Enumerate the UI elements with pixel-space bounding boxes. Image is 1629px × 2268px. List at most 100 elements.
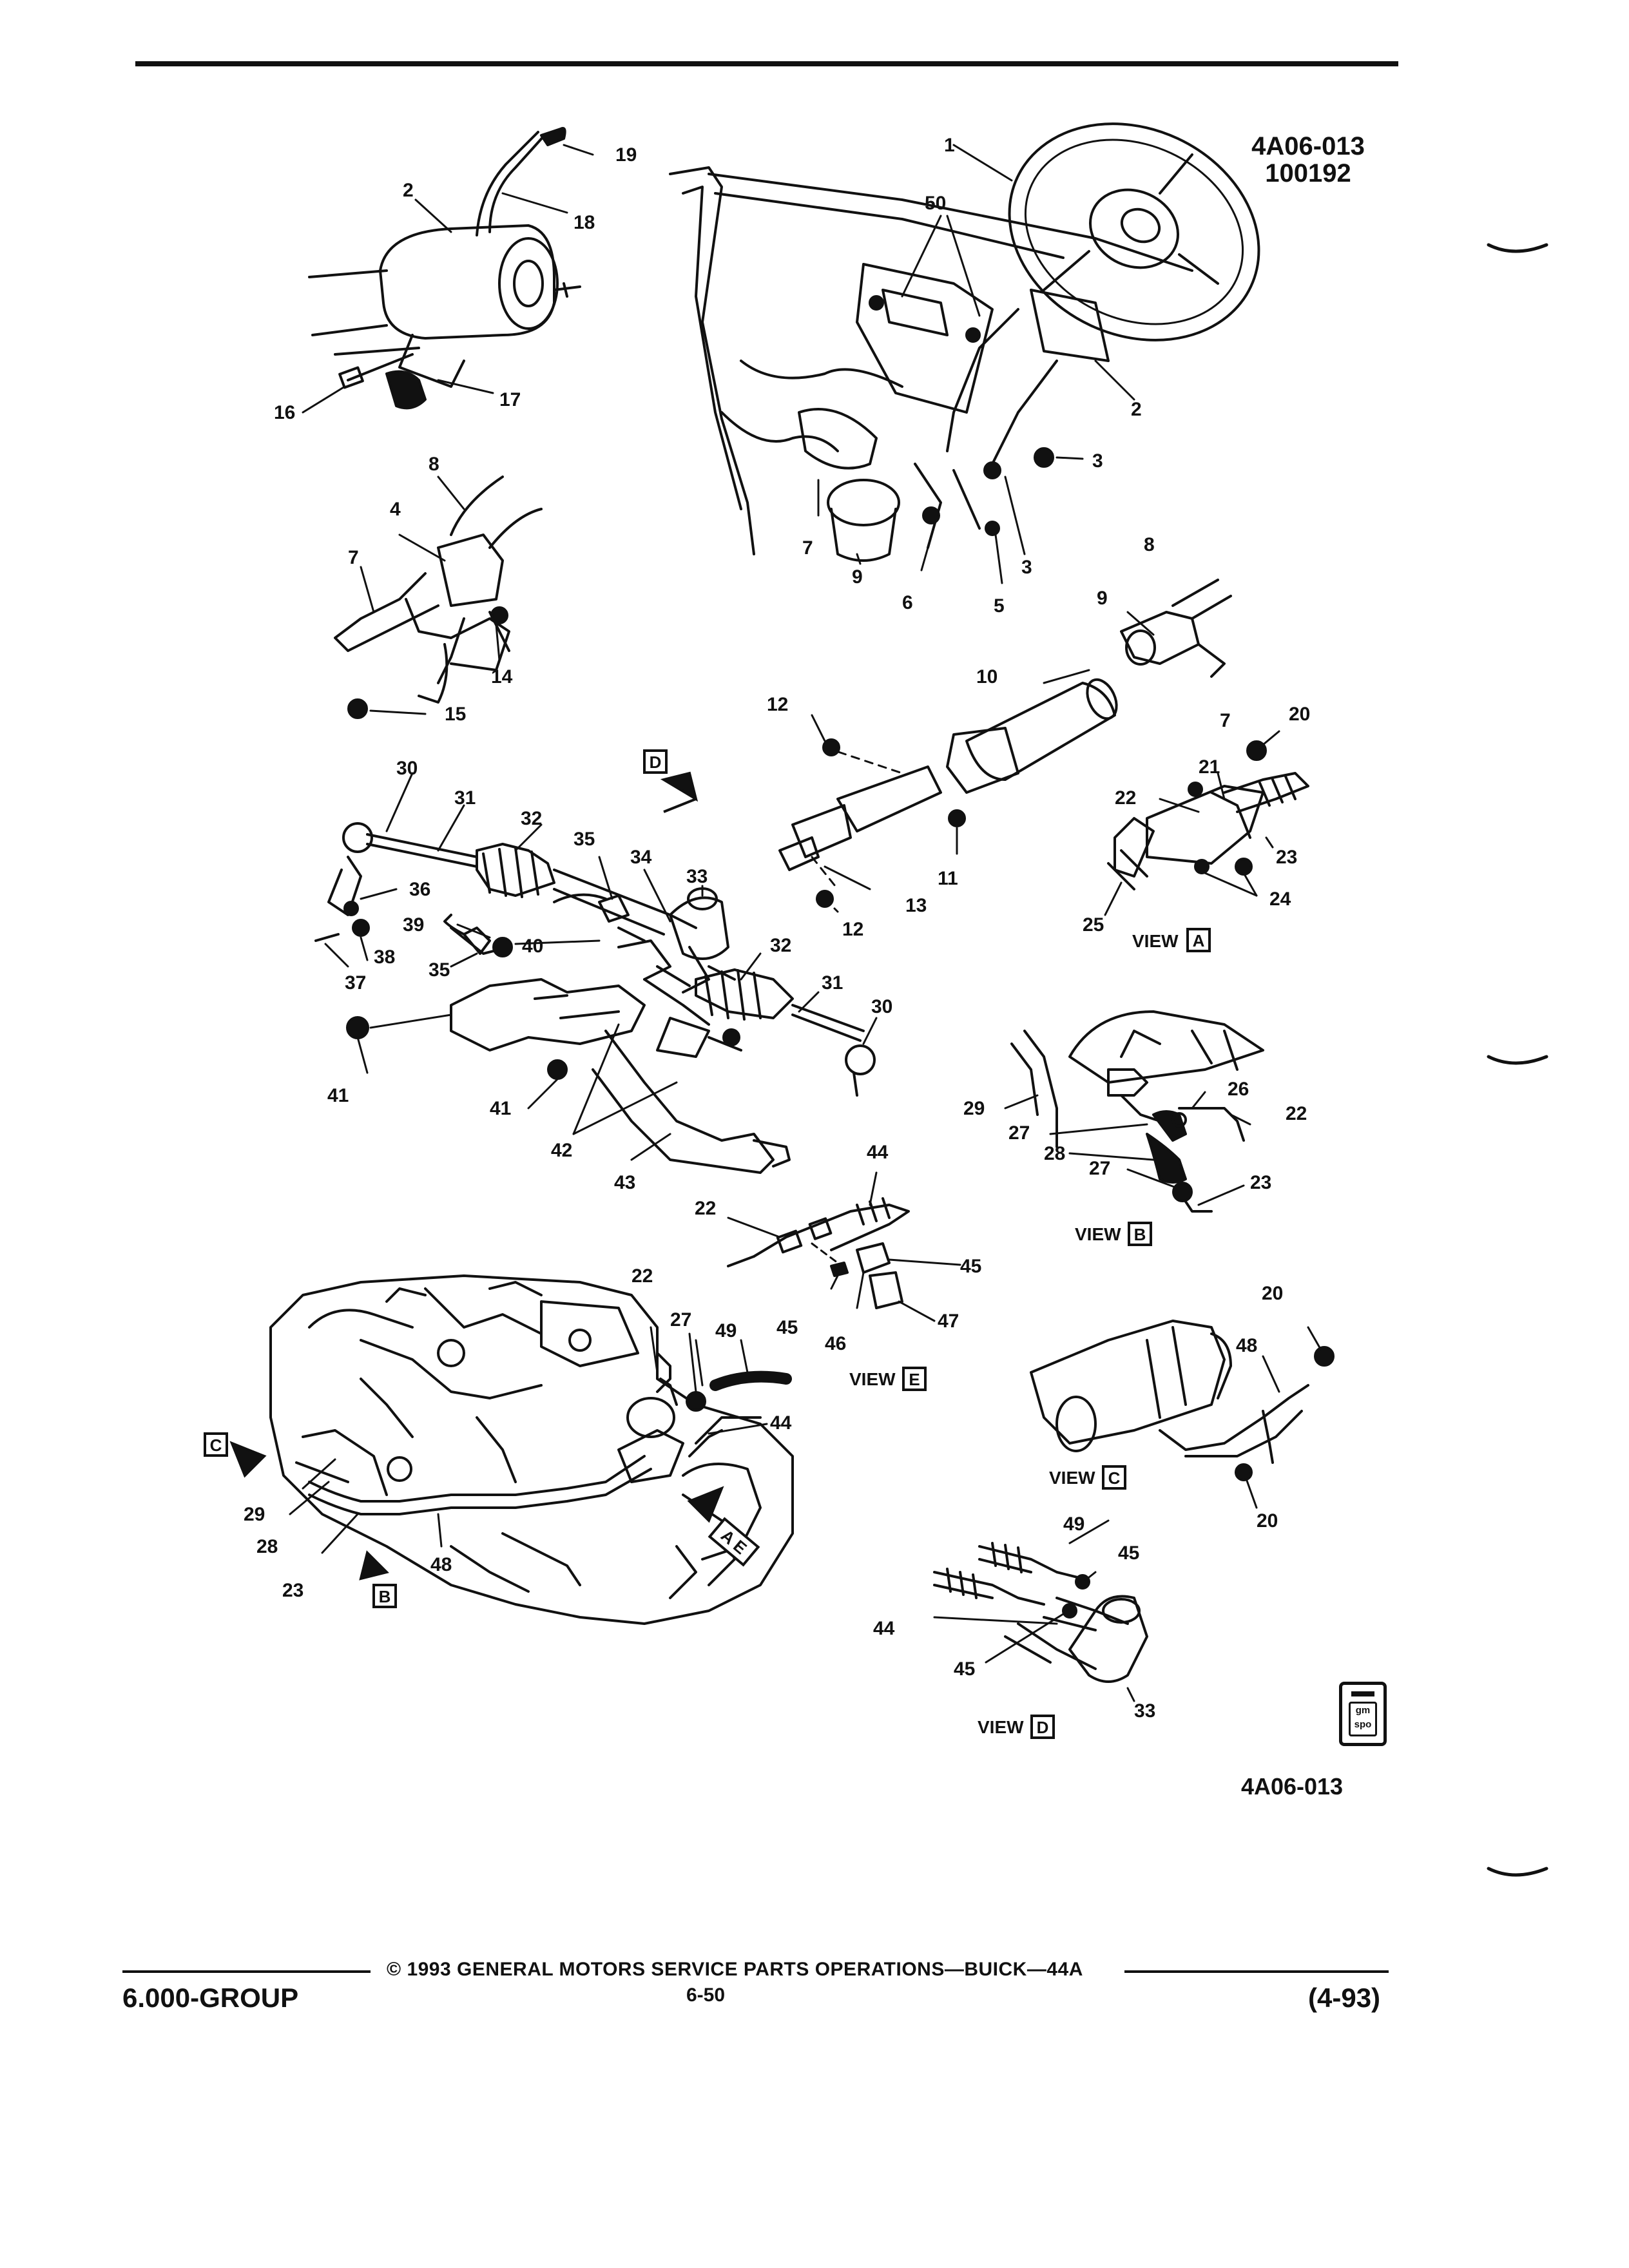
svg-text:A: A [1193, 931, 1205, 950]
view-b-detail [1004, 1010, 1264, 1213]
nut-27 [686, 1391, 706, 1412]
svg-text:B: B [1134, 1225, 1146, 1244]
footer-page-number: 6-50 [686, 1984, 726, 2006]
callout-labels: 19 2 18 16 17 1 50 2 3 3 7 9 6 5 8 4 7 1… [244, 135, 1310, 1722]
callout-50: 50 [925, 193, 946, 214]
callout-7: 7 [348, 547, 359, 568]
callout-8: 8 [1144, 534, 1155, 555]
callout-45: 45 [960, 1256, 981, 1277]
callout-10: 10 [976, 666, 998, 687]
view-a-label: VIEW A [1132, 928, 1211, 952]
callout-13: 13 [905, 895, 927, 916]
callout-38: 38 [374, 947, 395, 968]
callout-29: 29 [963, 1098, 985, 1119]
callout-31: 31 [822, 972, 843, 994]
callout-5: 5 [994, 595, 1005, 617]
callout-28: 28 [1044, 1143, 1065, 1164]
ref-code-top-line2: 100192 [1265, 159, 1351, 187]
callout-32: 32 [521, 808, 542, 829]
callout-12: 12 [767, 694, 788, 715]
callout-35: 35 [429, 959, 450, 981]
callout-7: 7 [802, 537, 813, 559]
callout-2: 2 [403, 180, 414, 201]
callout-18: 18 [574, 212, 595, 233]
callout-6: 6 [902, 592, 913, 613]
svg-text:D: D [1037, 1718, 1049, 1737]
view-e-label: VIEW E [849, 1367, 927, 1391]
callout-1: 1 [944, 135, 955, 156]
footer-copyright: © 1993 GENERAL MOTORS SERVICE PARTS OPER… [387, 1959, 1083, 1980]
callout-45: 45 [954, 1658, 975, 1680]
callout-33: 33 [1134, 1700, 1155, 1722]
gm-spo-logo: gm spo [1339, 1682, 1387, 1746]
view-e-detail [727, 1171, 961, 1322]
callout-33: 33 [686, 866, 708, 887]
svg-text:VIEW: VIEW [849, 1369, 896, 1389]
column-bracket-detail [334, 476, 543, 719]
callout-44: 44 [867, 1142, 889, 1163]
callout-23: 23 [282, 1580, 304, 1601]
callout-23: 23 [1250, 1172, 1271, 1193]
callout-48: 48 [1236, 1335, 1257, 1356]
callout-37: 37 [345, 972, 366, 994]
engine-transaxle-assembly [269, 1274, 794, 1625]
hose-49 [709, 1370, 792, 1391]
view-c-label: VIEW C [1049, 1465, 1126, 1490]
svg-text:VIEW: VIEW [1049, 1468, 1095, 1488]
callout-24: 24 [1269, 889, 1291, 910]
crossmember-assembly [346, 978, 791, 1174]
callout-47: 47 [938, 1311, 959, 1332]
callout-2: 2 [1131, 399, 1142, 420]
svg-text:C: C [1108, 1468, 1121, 1488]
callout-26: 26 [1228, 1079, 1249, 1100]
callout-8: 8 [429, 454, 439, 475]
svg-text:VIEW: VIEW [1132, 931, 1179, 951]
view-b-label: VIEW B [1075, 1222, 1152, 1246]
direction-marker-b: B [359, 1550, 397, 1608]
intermediate-shaft-assembly [778, 579, 1232, 913]
footer-date: (4-93) [1308, 1983, 1381, 2013]
callout-20: 20 [1289, 704, 1310, 725]
callout-43: 43 [614, 1172, 635, 1193]
callout-3: 3 [1092, 450, 1103, 472]
callout-42: 42 [551, 1140, 572, 1161]
steering-gear-assembly [314, 772, 878, 1097]
callout-30: 30 [396, 758, 418, 779]
callout-9: 9 [852, 566, 863, 588]
callout-14: 14 [491, 666, 513, 687]
ref-code-bottom: 4A06-013 [1241, 1773, 1343, 1800]
callout-28: 28 [256, 1536, 278, 1557]
callout-23: 23 [1276, 847, 1297, 868]
svg-text:D: D [650, 753, 662, 772]
callout-35: 35 [574, 829, 595, 850]
svg-text:VIEW: VIEW [978, 1717, 1024, 1737]
svg-text:VIEW: VIEW [1075, 1224, 1121, 1244]
svg-text:C: C [210, 1436, 222, 1455]
callout-41: 41 [327, 1085, 349, 1106]
callout-29: 29 [244, 1504, 265, 1525]
view-d-label: VIEW D [978, 1715, 1055, 1739]
callout-49: 49 [1063, 1514, 1084, 1535]
direction-marker-d: D [643, 749, 699, 813]
callout-31: 31 [454, 787, 476, 809]
direction-marker-ae: A E [687, 1486, 760, 1567]
callout-46: 46 [825, 1333, 846, 1354]
callout-22: 22 [695, 1198, 716, 1219]
callout-3: 3 [1021, 557, 1032, 578]
callout-40: 40 [522, 936, 543, 957]
view-a-detail [1104, 730, 1309, 916]
callout-7: 7 [1220, 710, 1231, 731]
footer-group: 6.000-GROUP [122, 1983, 299, 2013]
callout-12: 12 [842, 919, 863, 940]
callout-49: 49 [715, 1320, 737, 1341]
view-c-detail [1030, 1320, 1335, 1509]
callout-17: 17 [499, 389, 521, 410]
callout-36: 36 [409, 879, 430, 900]
callout-27: 27 [670, 1309, 691, 1331]
callout-45: 45 [1118, 1542, 1139, 1564]
callout-25: 25 [1083, 914, 1104, 936]
callout-22: 22 [1286, 1103, 1307, 1124]
callout-22: 22 [631, 1265, 653, 1287]
